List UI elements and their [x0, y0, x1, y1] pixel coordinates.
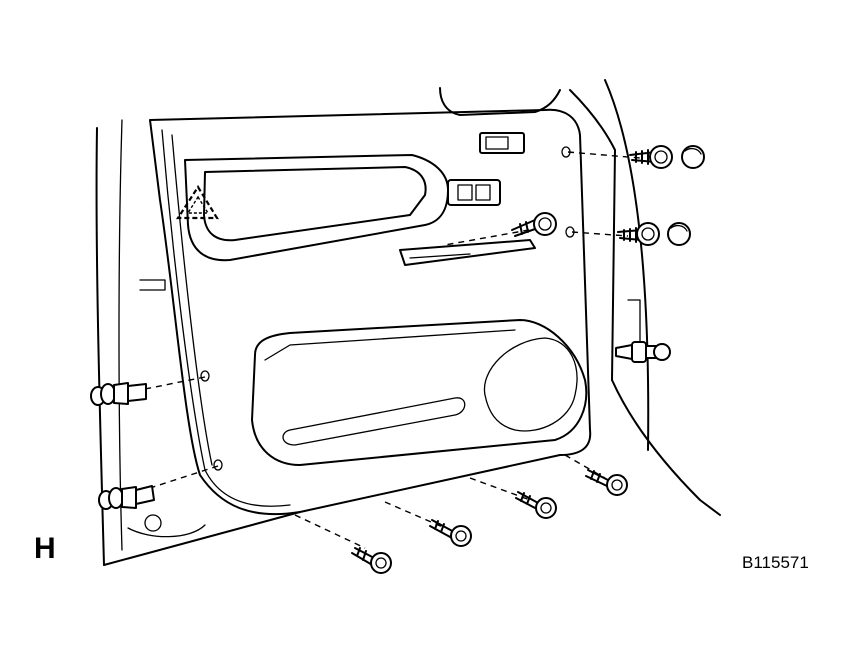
screw-bottom-4 — [585, 469, 628, 496]
caution-triangle-icon — [175, 184, 219, 220]
screw-bottom-1 — [351, 547, 392, 574]
screw-handle — [511, 212, 557, 237]
screw-bottom-3 — [515, 491, 557, 519]
screw-upper-right-1 — [629, 145, 673, 169]
screw-bottom-2 — [429, 519, 472, 547]
door-frame — [95, 79, 721, 566]
clip-right — [615, 341, 671, 363]
clip-left-lower — [98, 485, 155, 510]
figure-id: B115571 — [742, 553, 809, 572]
view-label: H — [34, 532, 56, 565]
mounting-holes — [200, 146, 575, 471]
clip-left-upper — [90, 382, 147, 406]
fastener-guide-lines — [139, 151, 641, 549]
cap-upper-right-1 — [681, 145, 705, 169]
door-trim-panel — [149, 108, 592, 516]
screw-upper-right-2 — [617, 222, 660, 246]
cap-upper-right-2 — [667, 222, 691, 246]
